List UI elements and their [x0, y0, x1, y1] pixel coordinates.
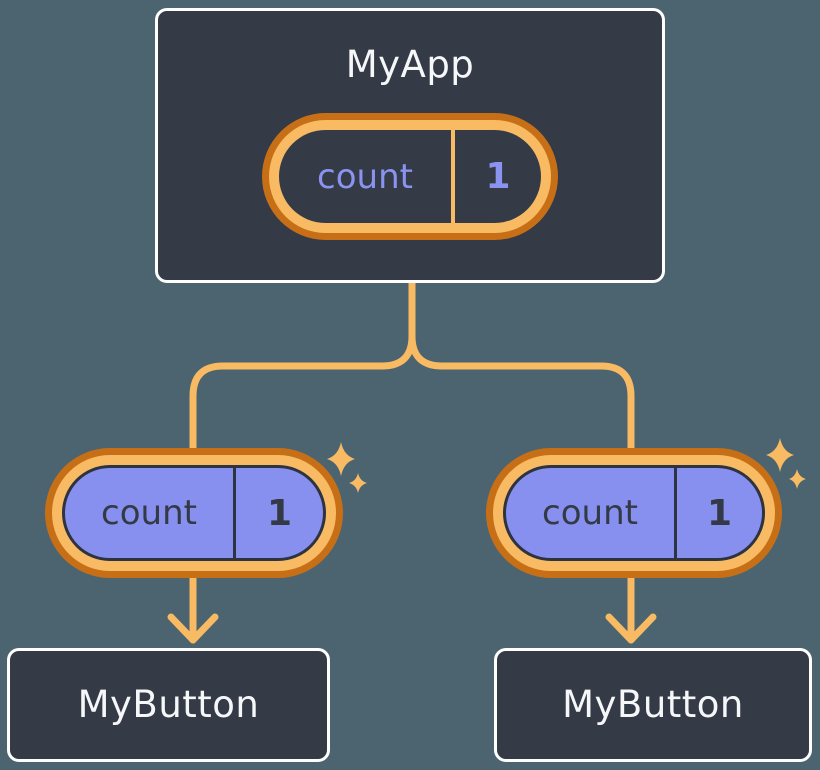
node-myapp: MyApp count 1: [155, 8, 665, 283]
node-mybutton-right: MyButton: [494, 648, 812, 762]
prop-pill-left: count 1: [45, 448, 343, 578]
prop-pill-ring: count 1: [52, 455, 336, 571]
node-mybutton-left: MyButton: [7, 648, 330, 762]
prop-pill-ring: count 1: [493, 455, 775, 571]
sparkle-icon: [766, 438, 794, 472]
node-title: MyButton: [77, 683, 260, 726]
state-name-label: count: [317, 156, 413, 197]
prop-name-label: count: [542, 493, 638, 533]
pill-divider: [451, 130, 455, 223]
prop-pill-right: count 1: [486, 448, 782, 578]
state-pill: count 1: [262, 113, 558, 240]
node-title: MyButton: [562, 683, 744, 726]
arrowhead-left-icon: [167, 613, 219, 644]
node-title: MyApp: [345, 43, 475, 86]
sparkle-icon: [349, 473, 367, 493]
state-value: 1: [485, 156, 511, 197]
pill-divider: [674, 468, 677, 558]
prop-name-label: count: [101, 493, 197, 533]
state-pill-ring: count 1: [269, 120, 551, 233]
sparkle-icon: [327, 442, 355, 476]
arrowhead-right-icon: [605, 613, 657, 644]
prop-value: 1: [706, 492, 733, 534]
prop-value: 1: [266, 492, 293, 534]
sparkle-icon: [789, 469, 806, 489]
